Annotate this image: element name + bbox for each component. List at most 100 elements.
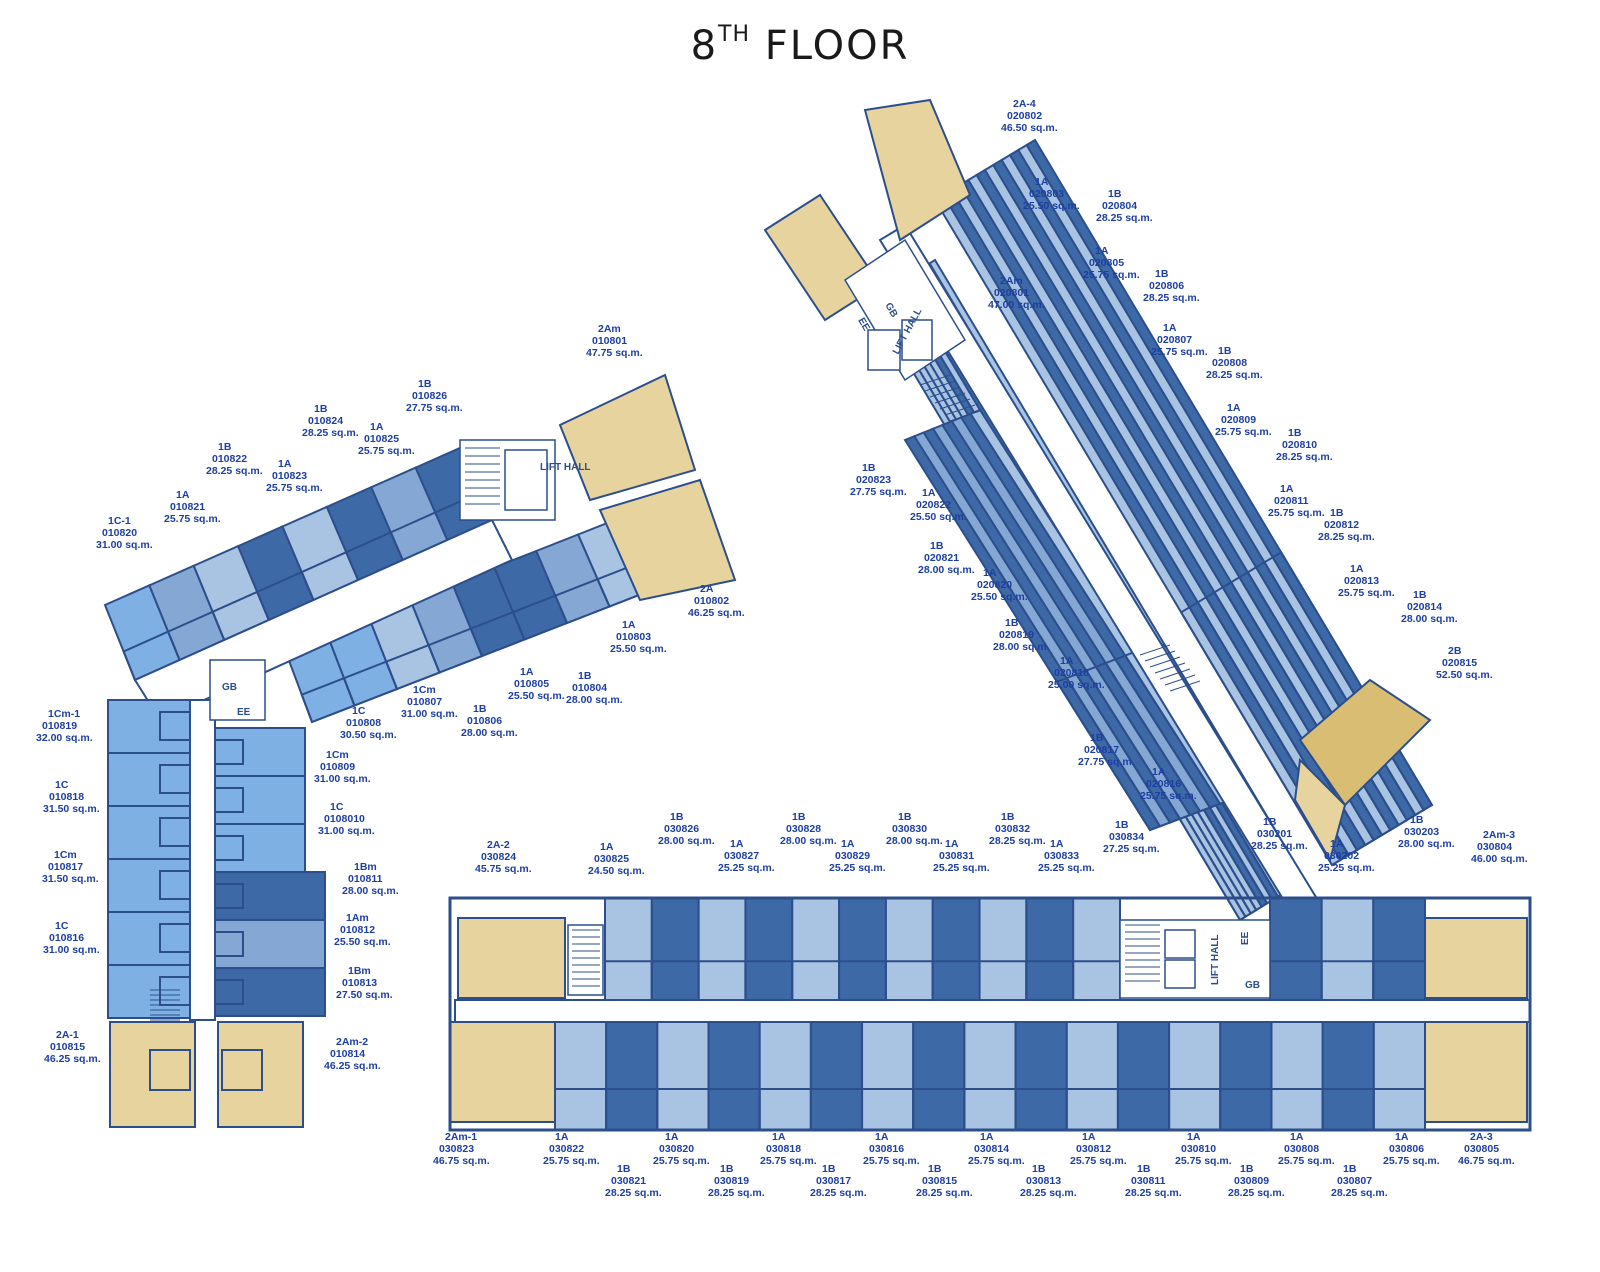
unit-type: 1A	[1163, 322, 1177, 334]
unit-type: 1C-1	[108, 515, 131, 527]
unit-type: 1B	[822, 1163, 836, 1175]
unit-block	[861, 1021, 915, 1131]
unit-code: 020803	[1029, 188, 1064, 200]
unit-area: 28.25 sq.m.	[1276, 451, 1333, 463]
unit-type: 1B	[578, 670, 592, 682]
unit-area: 25.25 sq.m.	[829, 862, 886, 874]
floor-word: FLOOR	[764, 23, 910, 69]
unit-area: 25.75 sq.m.	[1215, 426, 1272, 438]
unit-code: 010802	[694, 595, 729, 607]
unit-area: 27.50 sq.m.	[336, 989, 393, 1001]
unit-code: 030819	[714, 1175, 749, 1187]
ee-gb-core-a	[209, 659, 266, 721]
unit-code: 030823	[439, 1143, 474, 1155]
unit-area: 28.25 sq.m.	[1125, 1187, 1182, 1199]
unit-type: 1A	[176, 489, 190, 501]
unit-type: 1B	[898, 811, 912, 823]
unit-2b-020815	[1298, 678, 1432, 807]
ee-label-a: EE	[237, 707, 251, 718]
unit-type: 2Am-3	[1483, 829, 1515, 841]
unit-code: 020823	[856, 474, 891, 486]
unit-area: 25.75 sq.m.	[968, 1155, 1025, 1167]
unit-area: 46.50 sq.m.	[1001, 122, 1058, 134]
unit-code: 030811	[1131, 1175, 1166, 1187]
unit-block	[809, 1021, 864, 1131]
unit-code: 010805	[514, 678, 549, 690]
unit-area: 25.50 sq.m.	[508, 690, 565, 702]
stair-step	[1154, 662, 1186, 674]
unit-block	[605, 1021, 659, 1131]
unit-area: 28.25 sq.m.	[302, 427, 359, 439]
unit-type: 1B	[1343, 1163, 1357, 1175]
unit-block	[554, 1021, 608, 1131]
unit-area: 25.50 sq.m.	[910, 511, 967, 523]
unit-block	[1321, 1021, 1375, 1131]
unit-area: 27.75 sq.m.	[1078, 756, 1135, 768]
unit-code: 010825	[364, 433, 399, 445]
unit-area: 31.00 sq.m.	[314, 773, 371, 785]
unit-code: 020822	[916, 499, 951, 511]
gb-label-a: GB	[222, 682, 237, 693]
unit-block	[884, 897, 934, 1001]
unit-block	[978, 897, 1028, 1001]
unit-code: 020805	[1089, 257, 1124, 269]
unit-area: 52.50 sq.m.	[1436, 669, 1493, 681]
unit-block	[214, 823, 306, 873]
unit-block	[1372, 1021, 1426, 1131]
unit-type: 1B	[1137, 1163, 1151, 1175]
unit-block	[107, 699, 191, 754]
unit-code: 030820	[659, 1143, 694, 1155]
unit-area: 28.25 sq.m.	[1228, 1187, 1285, 1199]
unit-code: 020818	[1054, 667, 1089, 679]
building-b	[763, 98, 1434, 937]
unit-code: 010819	[42, 720, 77, 732]
unit-code: 030829	[835, 850, 870, 862]
unit-block	[1116, 1021, 1171, 1131]
unit-code: 020801	[994, 287, 1029, 299]
unit-area: 31.00 sq.m.	[318, 825, 375, 837]
building-a	[103, 373, 737, 1128]
lift-hall-label-a: LIFT HALL	[540, 462, 591, 473]
unit-type: 1A	[600, 841, 614, 853]
unit-area: 25.50 sq.m.	[1023, 200, 1080, 212]
unit-area: 25.75 sq.m.	[358, 445, 415, 457]
unit-type: 1A	[1290, 1131, 1304, 1143]
unit-type: 1A	[1227, 402, 1241, 414]
unit-code: 030807	[1337, 1175, 1372, 1187]
stair-step	[1164, 674, 1196, 686]
unit-area: 27.25 sq.m.	[1103, 843, 1160, 855]
unit-type: 1B	[473, 703, 487, 715]
unit-block	[107, 911, 191, 966]
unit-code: 030817	[816, 1175, 851, 1187]
unit-area: 47.75 sq.m.	[586, 347, 643, 359]
unit-area: 46.00 sq.m.	[1471, 853, 1528, 865]
unit-area: 28.00 sq.m.	[342, 885, 399, 897]
unit-code: 030201	[1257, 828, 1292, 840]
unit-type: 1B	[670, 811, 684, 823]
unit-type: 1B	[928, 1163, 942, 1175]
unit-type: 1B	[1288, 427, 1302, 439]
unit-2b-020815-part	[1293, 757, 1347, 863]
unit-code: 020820	[977, 579, 1012, 591]
unit-area: 25.25 sq.m.	[933, 862, 990, 874]
